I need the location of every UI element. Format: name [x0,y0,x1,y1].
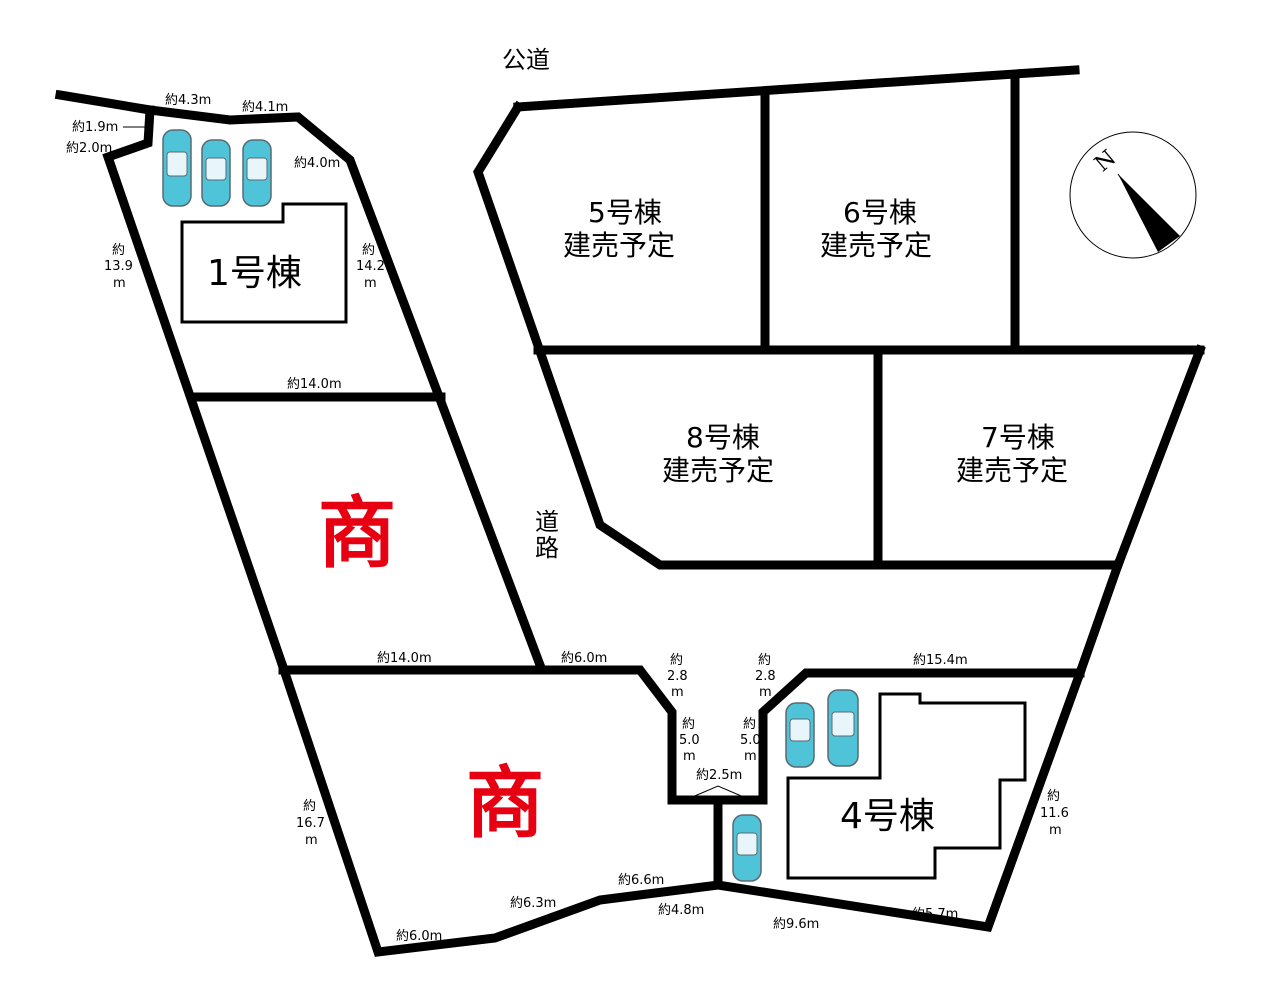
dim-label: 5.0 [679,733,700,748]
dim-label: 約4.0m [294,156,340,171]
dim-label: 約15.4m [913,653,968,668]
dim-label: 約 [743,717,756,732]
dim-label: 約4.3m [165,93,211,108]
public-road-edge [513,65,1080,112]
lot4-label: 4号棟 [840,796,935,837]
lot8-label: 8号棟 [686,421,760,454]
lot8-status: 建売予定 [662,454,774,487]
dim-label: 約2.5m [696,768,742,783]
dim-label: 約4.8m [658,903,704,918]
right-edge-lower [1074,559,1124,679]
dim-label: 約5.7m [912,907,958,922]
dim-label: 約 [682,717,695,732]
right-block-outline [473,100,1206,570]
dim-label: m [305,833,318,848]
public-road-label: 公道 [502,46,550,74]
dim-label: 約9.6m [773,917,819,932]
lot1-label: 1号棟 [207,253,302,294]
dim-label: m [744,749,757,764]
dim-4-8-leader [689,879,719,894]
dim-label: m [1049,823,1062,838]
svg-text:N: N [1090,146,1121,178]
commercial-label-1: 商 [318,489,396,579]
dim-label: m [671,685,684,700]
car-icon [785,702,815,768]
car-icon [732,814,762,882]
dim-label: 13.9 [104,259,133,274]
dim-label: 約4.1m [242,100,288,115]
left-block-right-edge [54,89,546,671]
dim-label: 約 [670,653,683,668]
dim-label: 約 [362,243,375,258]
road-label-2: 路 [535,534,559,562]
car-icon [242,139,272,207]
lot6-status: 建売予定 [820,229,932,262]
bottom-block-outline [277,661,1086,957]
dim-label: 約6.0m [396,929,442,944]
dim-label: m [113,276,126,291]
lot1-house-footprint [180,202,348,324]
dim-label: 約14.0m [287,377,342,392]
dim-label: 14.2 [356,259,385,274]
dim-label: 約1.9m [72,120,118,135]
dim-label: 約 [303,799,316,814]
dim-label: 約6.6m [618,873,664,888]
dim-label: 約6.0m [561,651,607,666]
dim-label: 5.0 [740,733,761,748]
dim-label: 11.6 [1040,806,1069,821]
lot4-house-footprint [786,692,1027,880]
lot5-status: 建売予定 [563,229,675,262]
dim-label: m [759,685,772,700]
car-icon [827,689,859,767]
commercial-label-2: 商 [466,759,544,849]
road-label-1: 道 [535,508,559,536]
dim-label: 約14.0m [377,651,432,666]
lot7-label: 7号棟 [981,421,1055,454]
compass-icon: N [1069,131,1197,259]
dim-label: 約 [112,243,125,258]
dim-label: 約2.0m [66,141,112,156]
dim-label: m [364,276,377,291]
dim-label: 約 [1047,789,1060,804]
dim-label: 約6.3m [510,896,556,911]
dim-label: 2.8 [755,669,776,684]
dim-2-5-marker [689,785,747,799]
dim-label: 16.7 [296,816,325,831]
lot7-status: 建売予定 [956,454,1068,487]
dim-label: 約 [758,653,771,668]
lot6-label: 6号棟 [843,196,917,229]
lot5-label: 5号棟 [588,196,662,229]
dim-label: m [683,749,696,764]
car-icon [201,139,231,207]
car-icon [162,129,192,207]
dim-label: 2.8 [667,669,688,684]
